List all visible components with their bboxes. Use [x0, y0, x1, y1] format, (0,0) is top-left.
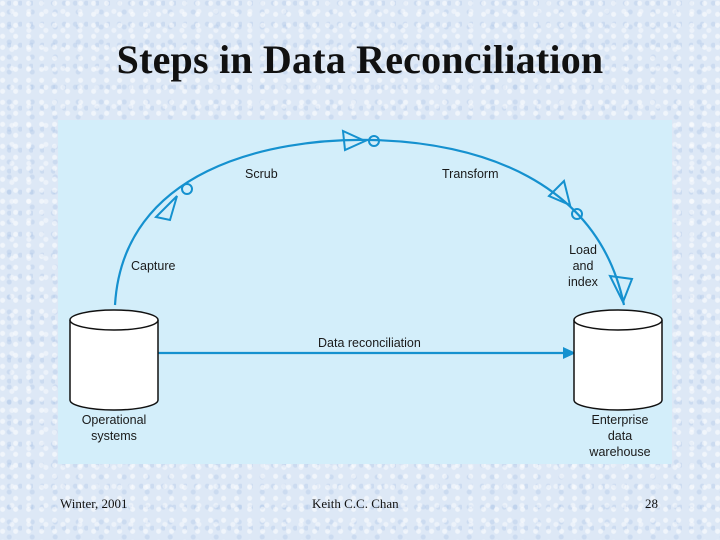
load-label-line3: index — [568, 275, 599, 289]
scrub-marker — [341, 129, 380, 152]
flow-arc — [113, 138, 626, 306]
enterprise-warehouse-cylinder — [573, 309, 663, 411]
arc-arrowhead — [608, 274, 634, 305]
operational-systems-cylinder — [69, 309, 159, 411]
reconciliation-diagram: Scrub Transform Capture Load and index D… — [69, 129, 663, 459]
target-label-line3: warehouse — [588, 445, 650, 459]
reconciliation-arrowhead — [563, 347, 576, 359]
source-label-line1: Operational — [82, 413, 147, 427]
footer-author: Keith C.C. Chan — [312, 496, 399, 511]
scrub-label: Scrub — [245, 167, 278, 181]
target-label-line1: Enterprise — [592, 413, 649, 427]
source-label-line2: systems — [91, 429, 137, 443]
capture-label: Capture — [131, 259, 176, 273]
transform-label: Transform — [442, 167, 499, 181]
capture-marker — [153, 183, 193, 222]
diagram-panel: Scrub Transform Capture Load and index D… — [58, 120, 672, 464]
load-label-line2: and — [573, 259, 594, 273]
slide-title: Steps in Data Reconciliation — [116, 37, 604, 82]
page-number: 28 — [645, 496, 658, 511]
load-label-line1: Load — [569, 243, 597, 257]
footer-date: Winter, 2001 — [60, 496, 128, 511]
target-label-line2: data — [608, 429, 632, 443]
transform-marker — [547, 179, 583, 220]
data-reconciliation-label: Data reconciliation — [318, 336, 421, 350]
